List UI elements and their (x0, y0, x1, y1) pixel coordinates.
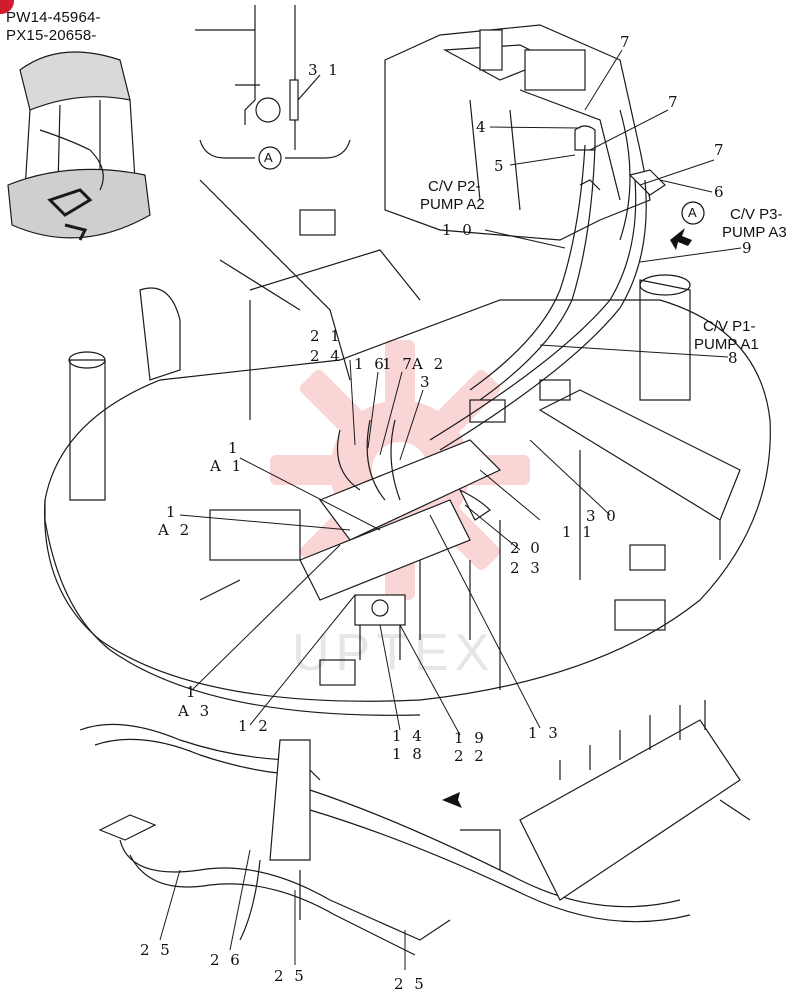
callout-12: 1 2 (238, 717, 271, 735)
callout-21: 2 1 (310, 327, 343, 345)
callout-5: 5 (494, 157, 507, 175)
callout-1c: 1 (186, 683, 199, 701)
callout-4: 4 (476, 118, 489, 136)
serial-line-1: PW14-45964- (6, 9, 101, 26)
callout-8: 8 (728, 349, 741, 367)
callout-19: 1 9 (454, 729, 487, 747)
connection-p3-line1: C/V P3- (730, 206, 783, 223)
callout-25a: 2 5 (140, 941, 173, 959)
callout-25b: 2 5 (274, 967, 307, 985)
callout-11: 1 1 (562, 523, 595, 541)
detail-view-label: A (264, 150, 273, 165)
callout-7c: 7 (714, 141, 727, 159)
lower-detail-view (79, 700, 751, 956)
connection-p2-line2: PUMP A2 (420, 196, 485, 213)
callout-1a: 1 (228, 439, 241, 457)
center-manifold (299, 419, 502, 660)
callout-a2-top: A 2 (412, 355, 447, 373)
connection-p1-line2: PUMP A1 (694, 336, 759, 353)
cab-thumbnail (7, 51, 151, 241)
view-arrow-label: A (688, 205, 697, 220)
connection-p3-line2: PUMP A3 (722, 224, 787, 241)
callout-1b: 1 (166, 503, 179, 521)
callout-a3: A 3 (178, 702, 213, 720)
callout-17: 1 7 (382, 355, 415, 373)
callout-18: 1 8 (392, 745, 425, 763)
callout-13: 1 3 (528, 724, 561, 742)
leader-lines (159, 49, 742, 970)
callout-7a: 7 (620, 33, 633, 51)
callout-3: 3 (420, 373, 433, 391)
callout-24: 2 4 (310, 347, 343, 365)
connection-p2-line1: C/V P2- (428, 178, 481, 195)
callout-30: 3 0 (586, 507, 619, 525)
callout-16: 1 6 (354, 355, 387, 373)
callout-23: 2 3 (510, 559, 543, 577)
callout-6: 6 (714, 183, 727, 201)
view-circle-a (681, 201, 705, 225)
callout-22: 2 2 (454, 747, 487, 765)
callout-25c: 2 5 (394, 975, 427, 993)
watermark-text: UPTEX (292, 624, 495, 682)
upper-frame (44, 179, 771, 716)
view-direction-arrow (670, 228, 692, 250)
callout-20: 2 0 (510, 539, 543, 557)
callout-a1: A 1 (210, 457, 245, 475)
connection-p1-line1: C/V P1- (703, 318, 756, 335)
solid-arrow-lower (442, 792, 462, 808)
callout-31: 3 1 (308, 61, 341, 79)
detail-view-a (195, 5, 351, 170)
callout-a2: A 2 (158, 521, 193, 539)
serial-line-2: PX15-20658- (6, 27, 97, 44)
callout-9: 9 (742, 239, 755, 257)
callout-26: 2 6 (210, 951, 243, 969)
callout-7b: 7 (668, 93, 681, 111)
callout-14: 1 4 (392, 727, 425, 745)
control-valve-assembly (384, 24, 666, 241)
callout-10: 1 0 (442, 221, 475, 239)
